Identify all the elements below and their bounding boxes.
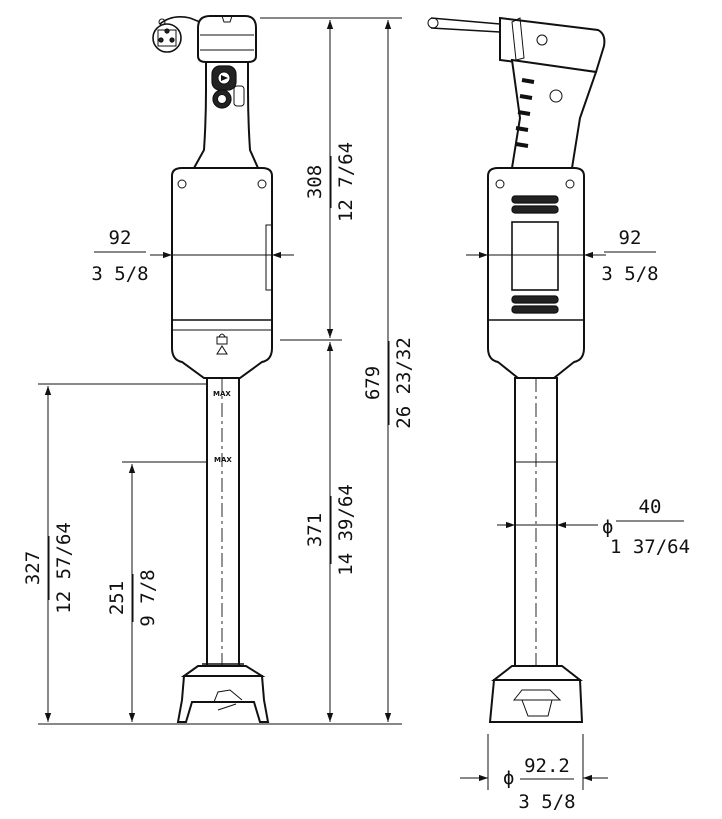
side-handle-top [499, 16, 606, 74]
dim-bell-diameter-metric: 92.2 [524, 755, 570, 777]
dim-min-immersion-metric: 251 [106, 581, 128, 615]
dim-front-width: 92 3 5/8 [91, 227, 148, 285]
dim-shaft-diameter: ϕ 40 1 37/64 [602, 496, 690, 558]
dim-min-immersion: 251 9 7/8 [106, 569, 159, 626]
mixer-shaft [206, 377, 240, 667]
dim-max-immersion: 327 12 57/64 [22, 522, 75, 614]
dimension-lines [38, 17, 608, 790]
dim-max-immersion-metric: 327 [22, 551, 44, 585]
dim-max-immersion-imperial: 12 57/64 [53, 522, 75, 614]
dim-front-width-metric: 92 [109, 227, 132, 249]
front-view: MAX MAX [152, 15, 273, 723]
handle-top-cap [197, 15, 257, 63]
dim-lower-height: 371 14 39/64 [304, 484, 357, 576]
dim-side-width-imperial: 3 5/8 [601, 263, 658, 285]
side-motor-housing [487, 167, 585, 379]
dim-upper-height: 308 12 7/64 [304, 142, 357, 222]
dim-min-immersion-imperial: 9 7/8 [137, 569, 159, 626]
dim-total-height: 679 26 23/32 [362, 337, 415, 429]
dim-front-width-imperial: 3 5/8 [91, 263, 148, 285]
motor-housing [171, 167, 273, 379]
dim-bell-diameter: ϕ 92.2 3 5/8 [503, 755, 576, 813]
dim-upper-height-imperial: 12 7/64 [335, 142, 357, 222]
power-cable [430, 17, 501, 33]
dim-upper-height-metric: 308 [304, 165, 326, 199]
shaft-top-mark: MAX [213, 390, 231, 398]
dim-shaft-diameter-imperial: 1 37/64 [610, 536, 690, 558]
dim-bell-diameter-imperial: 3 5/8 [518, 791, 575, 813]
dim-shaft-diameter-symbol: ϕ [602, 516, 613, 538]
dim-lower-height-metric: 371 [304, 513, 326, 547]
dim-shaft-diameter-metric: 40 [639, 496, 662, 518]
dim-side-width-metric: 92 [619, 227, 642, 249]
dim-bell-diameter-symbol: ϕ [503, 767, 514, 789]
power-plug-icon [152, 16, 201, 53]
dim-total-height-metric: 679 [362, 366, 384, 400]
dim-total-height-imperial: 26 23/32 [393, 337, 415, 429]
side-view [427, 16, 606, 723]
blade-bell [176, 675, 270, 723]
dim-side-width: 92 3 5/8 [601, 227, 658, 285]
dim-lower-height-imperial: 14 39/64 [335, 484, 357, 576]
shaft-max-mark: MAX [214, 456, 232, 464]
